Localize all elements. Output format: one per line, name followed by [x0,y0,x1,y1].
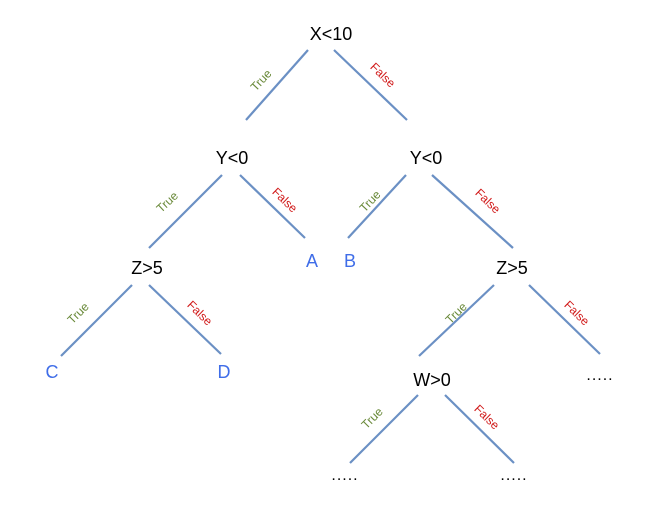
node-w: W>0 [413,370,451,390]
edge-rightz-true [418,284,495,357]
node-root: X<10 [310,24,353,44]
node-left-z: Z>5 [131,258,163,278]
node-right-z: Z>5 [496,258,528,278]
node-left-y: Y<0 [216,148,249,168]
edge-root-true [245,49,309,121]
leaf-a: A [306,251,318,271]
ellipsis-w-true: ..... [331,467,358,484]
node-right-y: Y<0 [410,148,443,168]
edge-lefty-false [239,174,306,239]
leaf-d: D [218,362,231,382]
edge-label-rightz-false: False [561,298,592,329]
edge-label-root-true: True [248,66,275,94]
edge-label-w-true: True [359,404,386,431]
edge-labels: True False True False True False True Fa… [65,60,593,433]
edge-leftz-false [148,284,222,355]
edge-label-leftz-true: True [65,299,92,326]
edge-label-rightz-true: True [443,299,470,326]
edge-leftz-true [60,284,133,357]
edge-label-righty-false: False [472,186,503,217]
edge-righty-true [347,174,407,239]
edge-lefty-true [148,174,223,249]
edge-root-false [333,49,408,121]
edge-w-false [444,394,515,464]
leaf-nodes: A B C D ..... ..... ..... [46,251,613,484]
edge-label-righty-true: True [357,187,384,215]
edge-righty-false [431,174,514,249]
leaf-b: B [344,251,356,271]
leaf-c: C [46,362,59,382]
tree-edges [60,49,601,464]
edge-label-lefty-true: True [154,188,182,215]
edge-w-true [349,394,419,464]
ellipsis-right-z: ..... [586,367,613,384]
edge-rightz-false [528,284,601,355]
edge-label-w-false: False [471,402,502,433]
ellipsis-w-false: ..... [500,467,527,484]
decision-nodes: X<10 Y<0 Y<0 Z>5 Z>5 W>0 [131,24,528,390]
edge-label-lefty-false: False [269,185,300,216]
